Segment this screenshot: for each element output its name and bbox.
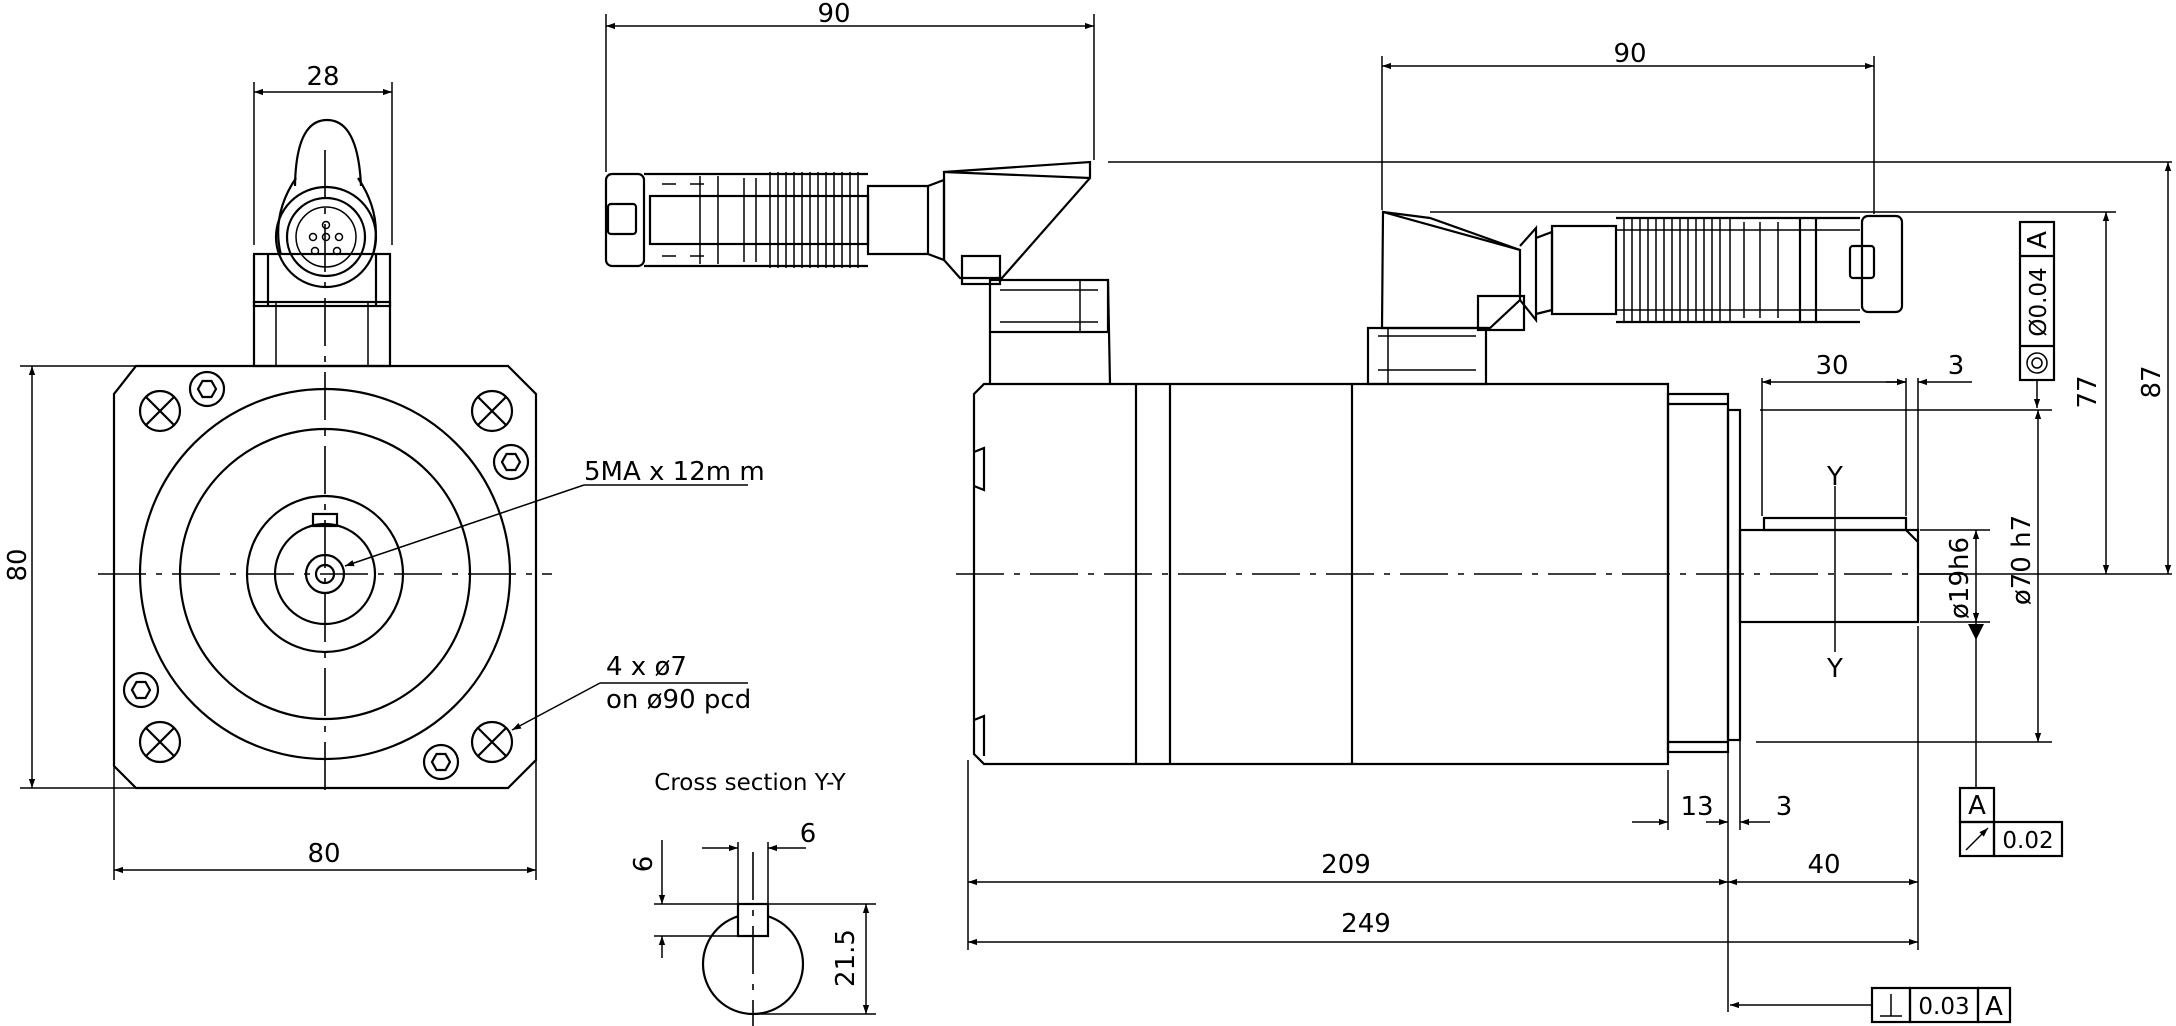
- left-cable-connector: 90: [604, 0, 1112, 385]
- front-connector: [252, 118, 392, 368]
- note-holes-line2: on ø90 pcd: [606, 685, 751, 715]
- mounting-hole-top-left: [138, 389, 182, 433]
- dim-width: 80: [307, 839, 340, 869]
- cross-section-title: Cross section Y-Y: [654, 770, 846, 796]
- dim-right-connector: 90: [1613, 39, 1646, 69]
- concentricity-value: Ø0.04: [2026, 267, 2052, 336]
- note-thread: 5MA x 12m m: [584, 457, 765, 487]
- mounting-hole-top-right: [470, 389, 514, 433]
- dim-shaft-height: 21.5: [831, 929, 861, 987]
- front-flange-outline: [112, 364, 538, 790]
- motor-body: [972, 382, 1670, 766]
- hex-bolt-icon: [122, 671, 160, 709]
- dim-connector-width: 28: [306, 62, 339, 92]
- perpendicularity-frame: 0.03 A: [1730, 986, 2012, 1024]
- dim-87: 87: [2137, 365, 2167, 398]
- front-view: 28 80 80 5MA x 12m m 4 x ø7 on ø90 pcd: [3, 62, 765, 880]
- dim-body-209: 209: [1321, 850, 1371, 880]
- motor-flange: [1666, 392, 1730, 754]
- right-cable-connector: 90: [1366, 39, 1904, 386]
- side-view: 90 Y Y 30 3: [956, 39, 2172, 1024]
- mounting-hole-bottom-left: [138, 720, 182, 764]
- dim-key-width: 6: [800, 819, 817, 849]
- hex-bolt-icon: [492, 443, 530, 481]
- datum-runout: A 0.02: [1958, 612, 2064, 858]
- dim-flange-3: 3: [1776, 792, 1793, 822]
- dim-key-depth: 6: [629, 856, 659, 873]
- dim-total-249: 249: [1341, 909, 1391, 939]
- dim-flange-13: 13: [1680, 792, 1713, 822]
- perpendicularity-datum: A: [1985, 992, 2003, 1022]
- concentricity-icon: [2026, 352, 2048, 374]
- runout-value: 0.02: [2002, 828, 2053, 854]
- perpendicularity-icon: [1880, 994, 1902, 1017]
- section-mark-top: Y: [1826, 462, 1843, 492]
- dim-shaft-40: 40: [1807, 850, 1840, 880]
- note-holes-line1: 4 x ø7: [606, 652, 687, 682]
- motor-shaft: [1738, 528, 1920, 624]
- datum-label: A: [1968, 791, 1986, 821]
- concentricity-datum: A: [2023, 231, 2053, 249]
- dim-left-connector: 90: [817, 0, 850, 29]
- dim-key-offset: 3: [1948, 351, 1965, 381]
- cross-section: Cross section Y-Y 6 6 21.5: [629, 770, 876, 1026]
- dim-shaft-key-length: 30: [1815, 351, 1848, 381]
- dim-shaft-diameter: ø19h6: [1945, 537, 1975, 619]
- dim-height: 80: [3, 548, 33, 581]
- runout-icon: [1965, 827, 1989, 851]
- dim-pilot-diameter: ø70 h7: [2007, 515, 2037, 605]
- hex-bolt-icon: [188, 370, 226, 408]
- perpendicularity-value: 0.03: [1918, 994, 1969, 1020]
- concentricity-frame: A Ø0.04: [2018, 220, 2056, 408]
- dim-77: 77: [2073, 375, 2103, 408]
- section-mark-bottom: Y: [1826, 654, 1843, 684]
- hex-bolt-icon: [422, 743, 460, 781]
- mounting-hole-bottom-right: [470, 720, 514, 764]
